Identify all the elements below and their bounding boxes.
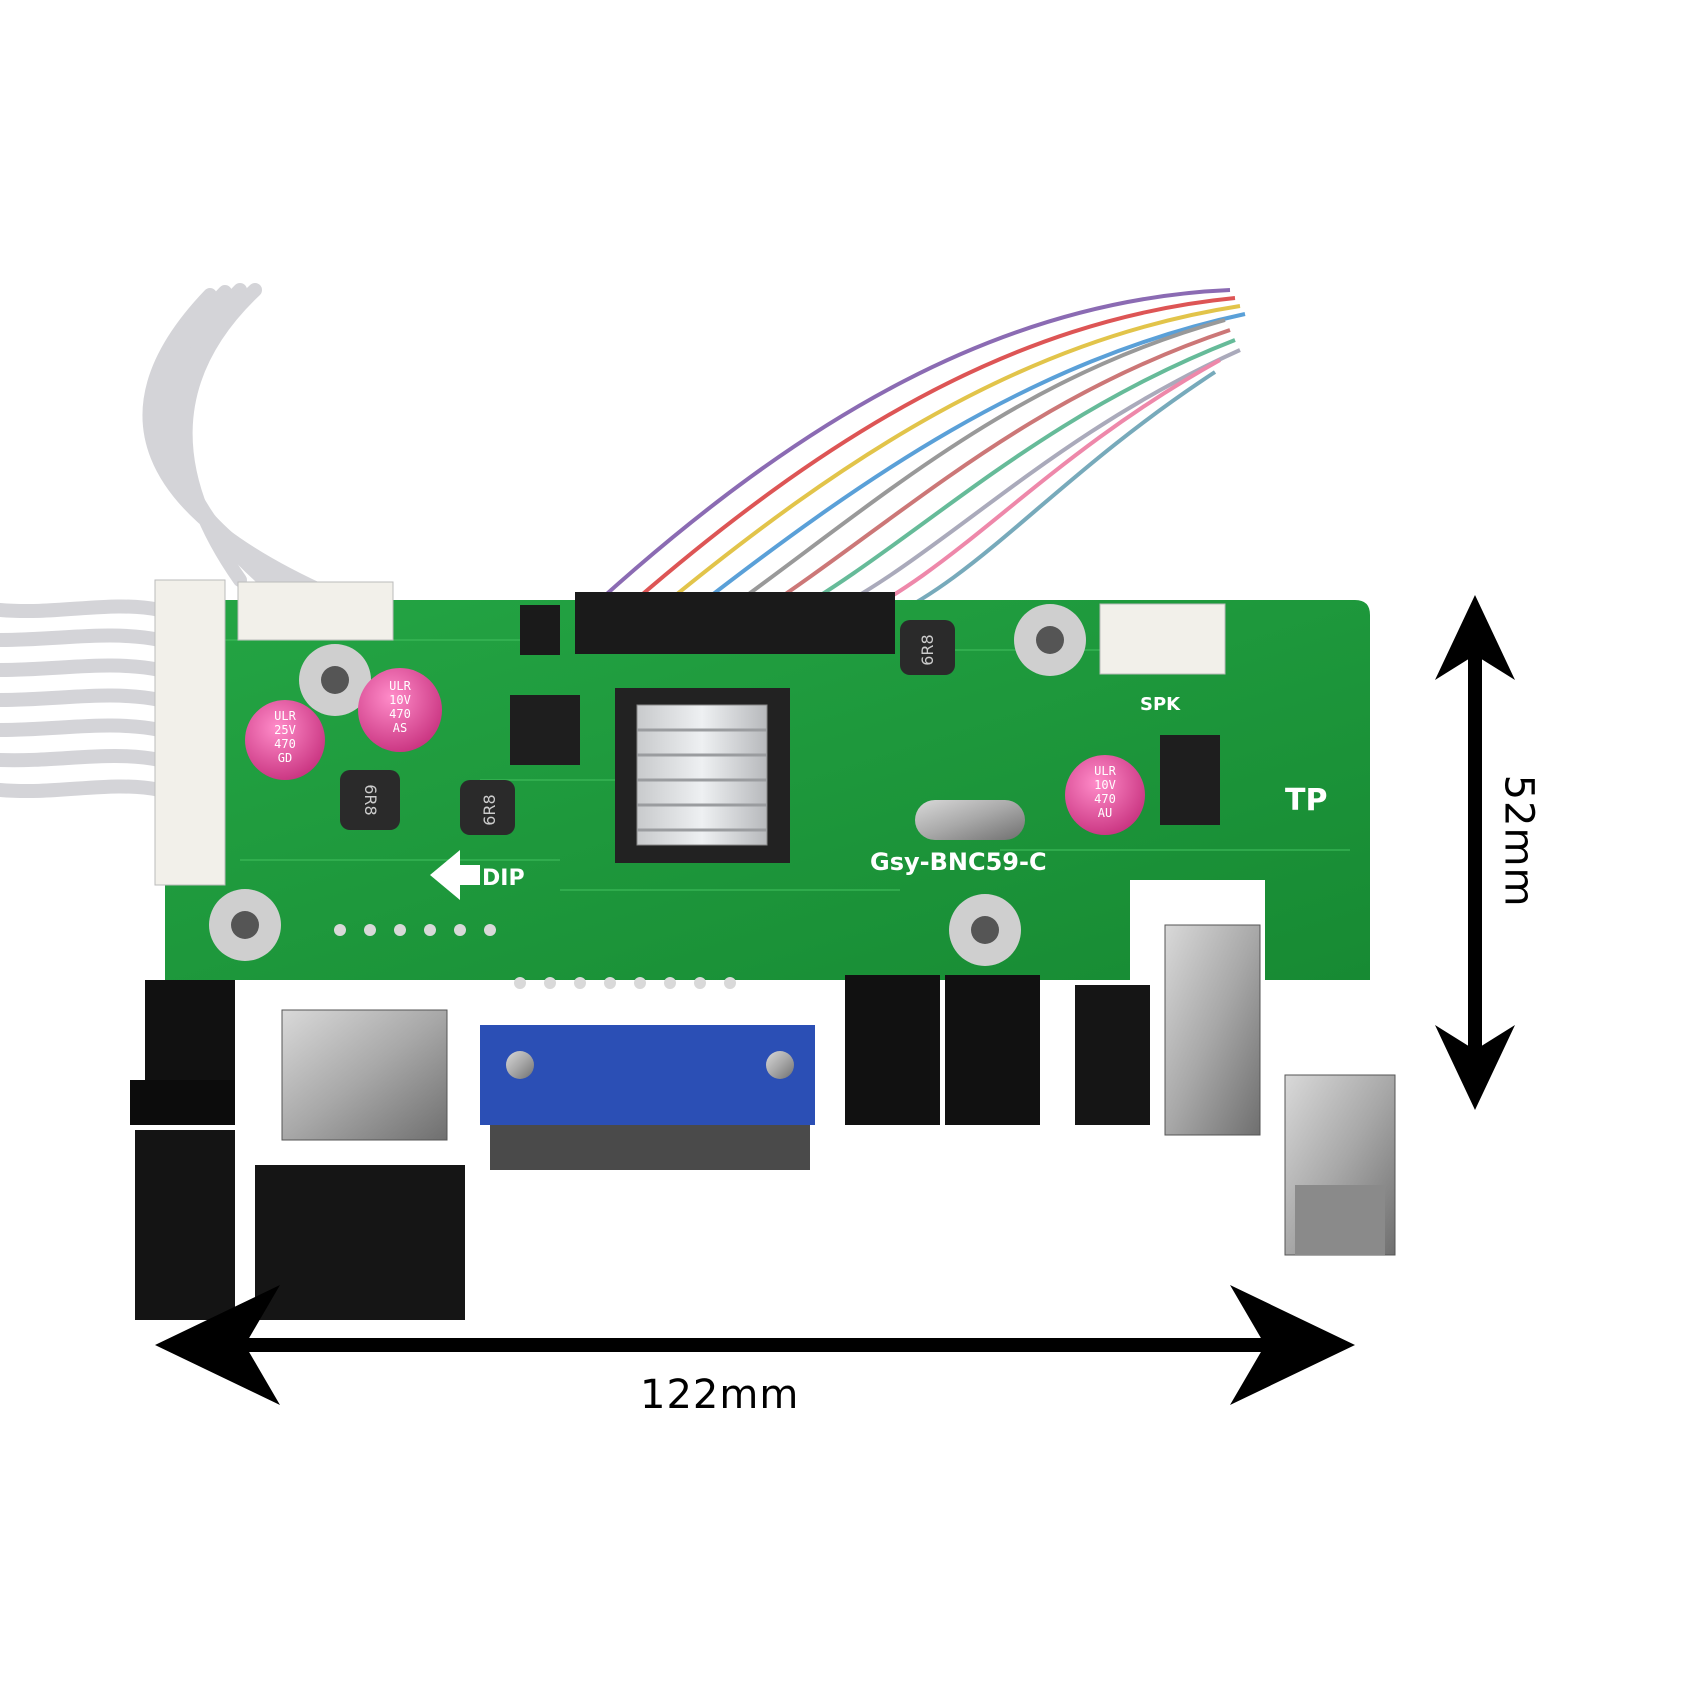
- inductor: [340, 770, 400, 830]
- bnc-tip: [1295, 1185, 1385, 1255]
- audio-jack: [945, 975, 1040, 1125]
- inductor-label: 6R8: [918, 634, 937, 665]
- white-connector-left: [154, 579, 226, 886]
- dc-jack-body: [130, 1080, 235, 1125]
- capacitor-label: ULR: [1094, 764, 1116, 778]
- capacitor-label: 470: [1094, 792, 1116, 806]
- mounting-hole: [209, 604, 1086, 966]
- board-model: Gsy-BNC59-C: [870, 848, 1047, 876]
- inductor-label: 6R8: [480, 794, 499, 825]
- capacitor-label: 10V: [1094, 778, 1116, 792]
- vga-port: [480, 1025, 815, 1125]
- ic-chip: [1160, 735, 1220, 825]
- vga-screw: [506, 1051, 534, 1079]
- pad-row: [334, 924, 736, 989]
- crystal: [915, 800, 1025, 840]
- inductor: [460, 780, 515, 835]
- vga-shell: [490, 1125, 810, 1170]
- vga-screw: [766, 1051, 794, 1079]
- pin-header: [575, 592, 895, 654]
- ribbon-cable: [598, 288, 1246, 628]
- hdmi-port: [281, 1009, 448, 1141]
- width-arrow: [155, 1285, 1355, 1405]
- silk-spk: SPK: [1140, 694, 1181, 715]
- grey-cable: [0, 283, 337, 799]
- capacitor-label: ULR: [389, 679, 411, 693]
- capacitor-label: GD: [278, 751, 292, 765]
- audio-jack: [1075, 985, 1150, 1125]
- inductor: [900, 620, 955, 675]
- capacitor: [245, 668, 1145, 835]
- dc-jack: [145, 980, 235, 1080]
- spk-connector: [1099, 603, 1226, 675]
- inductor-label: 6R8: [361, 784, 380, 815]
- usb-port: [1164, 924, 1261, 1136]
- dc-plug: [135, 1130, 235, 1320]
- capacitor-label: 470: [274, 737, 296, 751]
- jumper: [520, 605, 560, 655]
- capacitor-label: AS: [393, 721, 407, 735]
- capacitor-label: 25V: [274, 723, 296, 737]
- ic-chip: [510, 695, 580, 765]
- white-connector-top: [237, 581, 394, 641]
- silk-dip: DIP: [482, 866, 525, 891]
- hdmi-plug: [255, 1165, 465, 1320]
- height-dimension-label: 52mm: [1495, 774, 1542, 908]
- capacitor-label: 470: [389, 707, 411, 721]
- capacitor-label: ULR: [274, 709, 296, 723]
- capacitor-label: 10V: [389, 693, 411, 707]
- silk-tp: TP: [1285, 783, 1327, 818]
- dip-arrow: [430, 850, 480, 900]
- heatsink: [636, 704, 768, 846]
- capacitor-label: AU: [1098, 806, 1112, 820]
- audio-jack: [845, 975, 940, 1125]
- height-arrow: [1435, 595, 1515, 1110]
- width-dimension-label: 122mm: [640, 1372, 800, 1418]
